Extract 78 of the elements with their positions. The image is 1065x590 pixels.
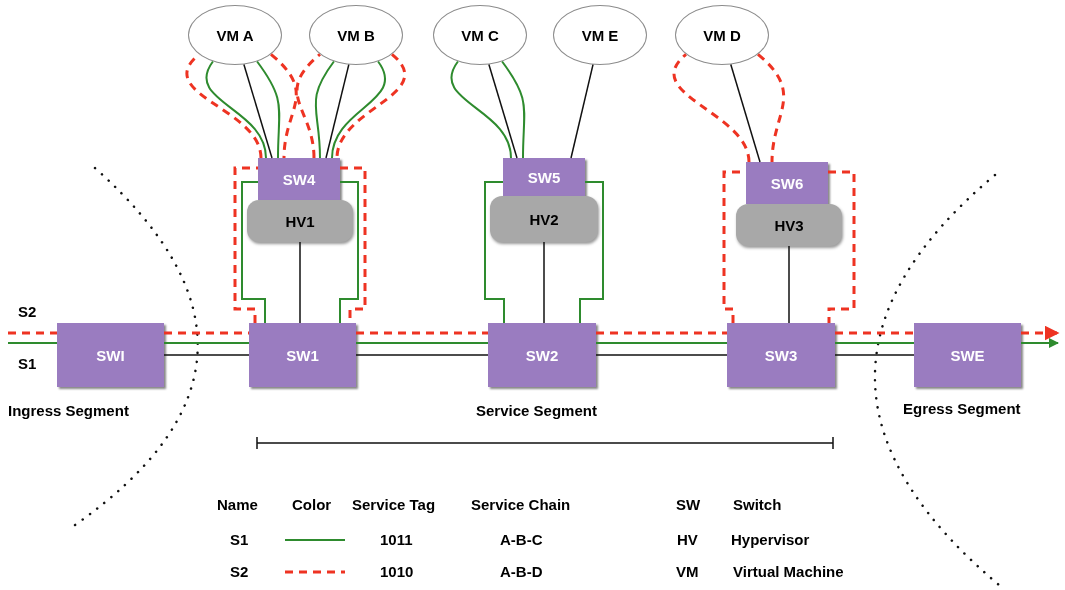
vm-ellipse: VM B xyxy=(309,5,403,65)
switch-box: SWI xyxy=(57,323,164,387)
connector-line xyxy=(488,63,518,159)
table-text: A-B-C xyxy=(500,531,543,548)
connector-line xyxy=(8,331,57,335)
connector-line xyxy=(295,53,322,159)
path-name: S1 xyxy=(18,355,37,372)
column-header: Service Chain xyxy=(471,496,571,513)
switch-box: SW3 xyxy=(727,323,835,387)
switch-box: SW5 xyxy=(503,158,585,196)
connector-line xyxy=(596,331,727,335)
connector-line xyxy=(1020,338,1059,348)
column-header: Service Tag xyxy=(352,496,436,513)
connector-line xyxy=(314,60,335,159)
segment-label: Service Segment xyxy=(476,402,597,419)
connector-line xyxy=(233,166,258,323)
connector-line xyxy=(672,53,751,163)
switch-box: SW6 xyxy=(746,162,828,204)
connector-line xyxy=(484,181,505,324)
connector-line xyxy=(757,53,786,163)
connector-line xyxy=(339,181,359,324)
column-header: Name xyxy=(217,496,258,513)
vm-ellipse: VM E xyxy=(553,5,647,65)
connector-line xyxy=(325,63,350,159)
connector-line xyxy=(1021,325,1060,341)
connector-line xyxy=(355,342,489,344)
connector-line xyxy=(270,53,298,159)
connector-line xyxy=(595,354,728,356)
connector-line xyxy=(331,60,387,159)
segment-label: Egress Segment xyxy=(903,400,1021,417)
connector-line xyxy=(299,241,301,324)
table-text: VM xyxy=(676,563,699,580)
segment-label: Ingress Segment xyxy=(8,402,129,419)
hypervisor-box: HV2 xyxy=(490,196,598,242)
table-text: 1011 xyxy=(380,531,413,548)
connector-line xyxy=(241,181,266,324)
connector-line xyxy=(450,60,512,159)
column-header: Color xyxy=(292,496,332,513)
table-text: Hypervisor xyxy=(731,531,810,548)
connector-line xyxy=(730,63,761,163)
legend-label: S2 xyxy=(230,563,249,580)
switch-box: SW1 xyxy=(249,323,356,387)
connector-line xyxy=(835,331,914,335)
hypervisor-box: HV3 xyxy=(736,204,842,246)
connector-line xyxy=(595,342,728,344)
connector-line xyxy=(243,63,273,159)
legend-label: S1 xyxy=(230,531,249,548)
vm-ellipse: VM D xyxy=(675,5,769,65)
connector-line xyxy=(164,331,249,335)
connector-line xyxy=(501,60,526,159)
connector-line xyxy=(827,170,856,323)
column-header: SW xyxy=(676,496,701,513)
table-text: A-B-D xyxy=(500,563,543,580)
connector-line xyxy=(543,241,545,324)
switch-box: SW4 xyxy=(258,158,340,200)
switch-box: SW2 xyxy=(488,323,596,387)
switch-box: SWE xyxy=(914,323,1021,387)
connector-line xyxy=(570,63,594,159)
hypervisor-box: HV1 xyxy=(247,200,353,242)
connector-line xyxy=(7,342,58,344)
connector-line xyxy=(205,60,267,159)
vm-ellipse: VM C xyxy=(433,5,527,65)
connector-line xyxy=(788,245,790,324)
connector-line xyxy=(356,331,488,335)
connector-line xyxy=(834,342,915,344)
connector-line xyxy=(256,60,281,159)
connector-line xyxy=(834,354,915,356)
connector-line xyxy=(579,181,604,324)
connector-line xyxy=(163,354,250,356)
connector-line xyxy=(355,354,489,356)
table-text: Virtual Machine xyxy=(733,563,844,580)
path-name: S2 xyxy=(18,303,37,320)
vm-ellipse: VM A xyxy=(188,5,282,65)
column-header: Switch xyxy=(733,496,782,513)
table-text: HV xyxy=(677,531,698,548)
connector-line xyxy=(163,342,250,344)
table-text: 1010 xyxy=(380,563,414,580)
connector-line xyxy=(335,53,406,159)
